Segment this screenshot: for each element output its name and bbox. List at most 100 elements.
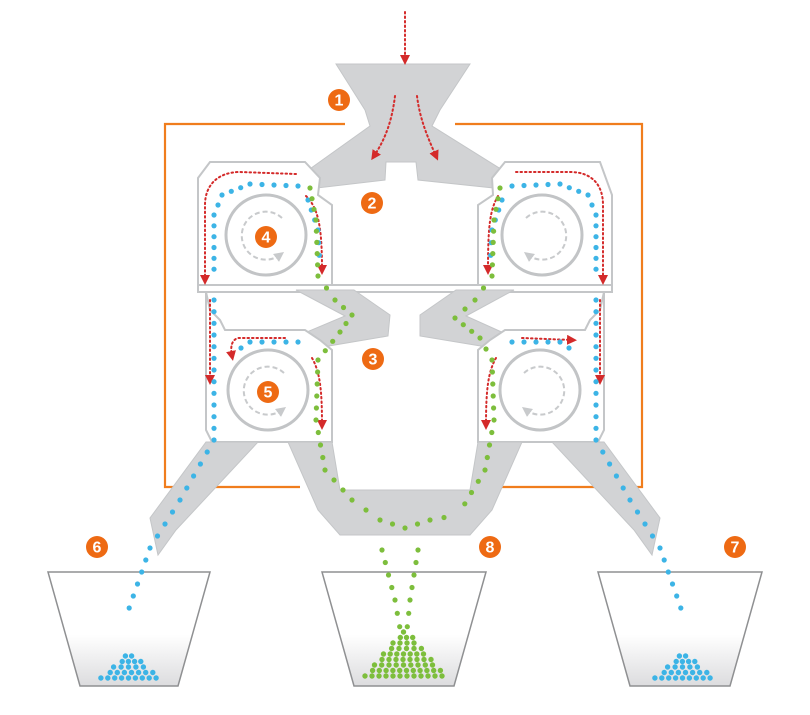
blue-particle xyxy=(247,339,253,345)
blue-particle xyxy=(135,669,142,676)
green-particle xyxy=(393,662,399,668)
number-badges: 1 2 3 4 5 6 7 8 xyxy=(86,89,746,558)
blue-particle xyxy=(121,669,128,676)
blue-particle xyxy=(593,255,599,261)
blue-particle xyxy=(118,675,125,681)
blue-particle xyxy=(128,653,135,659)
green-particle xyxy=(489,429,495,436)
blue-particle xyxy=(219,192,225,198)
green-particle xyxy=(313,217,319,223)
blue-particle xyxy=(675,669,682,676)
green-particle xyxy=(330,338,336,344)
green-particle xyxy=(400,651,407,657)
green-particle xyxy=(400,662,407,668)
blue-particle xyxy=(642,521,648,527)
green-particle xyxy=(480,285,487,291)
blue-particle xyxy=(259,339,265,345)
blue-particle xyxy=(668,669,674,676)
green-particle xyxy=(490,381,496,387)
badge-5: 5 xyxy=(257,381,279,403)
green-particle xyxy=(428,656,434,663)
blue-particle xyxy=(613,473,620,479)
blue-particle xyxy=(134,581,141,587)
green-particle xyxy=(309,196,315,202)
green-particle xyxy=(414,521,421,527)
blue-particle xyxy=(283,182,289,189)
green-particle xyxy=(313,417,319,423)
blue-particle xyxy=(704,669,710,676)
green-particle xyxy=(396,645,402,652)
blue-particle xyxy=(126,605,132,611)
blue-particle xyxy=(593,390,599,396)
green-particle xyxy=(441,514,447,521)
green-particle xyxy=(317,442,324,448)
green-particle xyxy=(376,667,382,674)
blue-particle xyxy=(672,664,678,670)
green-particle xyxy=(482,467,488,473)
blue-particle xyxy=(211,320,217,326)
blue-particle xyxy=(666,675,672,681)
middle-right-deflector xyxy=(419,289,515,351)
blue-particle xyxy=(184,485,190,491)
blue-particle xyxy=(593,332,599,338)
blue-particle xyxy=(150,669,156,676)
green-particle xyxy=(422,662,428,668)
blue-particle xyxy=(131,658,138,665)
feed-flow-arrows xyxy=(200,11,608,430)
green-particle xyxy=(468,489,475,496)
blue-particle xyxy=(114,669,121,676)
blue-particle xyxy=(657,545,663,551)
green-particle xyxy=(410,634,416,641)
green-particle xyxy=(460,322,466,328)
blue-particle xyxy=(607,461,613,467)
blue-particle xyxy=(211,379,217,385)
blue-particle xyxy=(687,664,693,670)
blue-particles xyxy=(98,181,713,681)
green-particle xyxy=(439,673,445,679)
blue-particle xyxy=(697,669,703,676)
blue-particle xyxy=(110,664,117,670)
blue-particle xyxy=(620,485,626,491)
green-particle xyxy=(393,656,399,663)
badge-8: 8 xyxy=(479,536,501,558)
green-particle xyxy=(403,645,410,652)
blue-particle xyxy=(228,188,234,194)
blue-particle xyxy=(238,345,244,351)
green-particle xyxy=(340,487,346,493)
green-particle xyxy=(483,346,489,352)
green-particle xyxy=(397,634,403,641)
green-particle xyxy=(371,662,378,668)
blue-particle xyxy=(593,367,599,373)
blue-particle xyxy=(211,332,217,338)
blue-particle xyxy=(576,188,582,194)
green-particle xyxy=(383,667,389,674)
blue-particle xyxy=(694,664,701,670)
green-particle xyxy=(315,357,321,363)
blue-particle xyxy=(140,664,147,670)
green-particle xyxy=(390,673,396,679)
green-particle xyxy=(403,634,410,641)
green-particle xyxy=(427,517,433,523)
blue-particle xyxy=(679,658,686,665)
center-collection-bin xyxy=(321,571,487,687)
blue-particle xyxy=(661,669,667,676)
blue-particle xyxy=(545,181,551,188)
green-particle xyxy=(387,651,393,657)
blue-particle xyxy=(521,339,527,345)
badge-7-label: 7 xyxy=(731,540,740,557)
blue-particle xyxy=(211,367,217,373)
badge-5-label: 5 xyxy=(264,385,273,402)
blue-particle xyxy=(627,497,633,503)
green-particle xyxy=(323,285,330,291)
green-particle xyxy=(486,442,493,448)
blue-particle xyxy=(191,473,197,479)
blue-particle xyxy=(147,545,153,551)
blue-particle xyxy=(593,212,599,218)
green-particle xyxy=(337,329,343,335)
left-collection-bin xyxy=(47,571,211,687)
blue-particle xyxy=(128,669,135,676)
green-particle xyxy=(414,656,420,663)
blue-particle xyxy=(105,675,111,681)
green-particle xyxy=(477,335,483,341)
blue-particle xyxy=(593,309,599,315)
